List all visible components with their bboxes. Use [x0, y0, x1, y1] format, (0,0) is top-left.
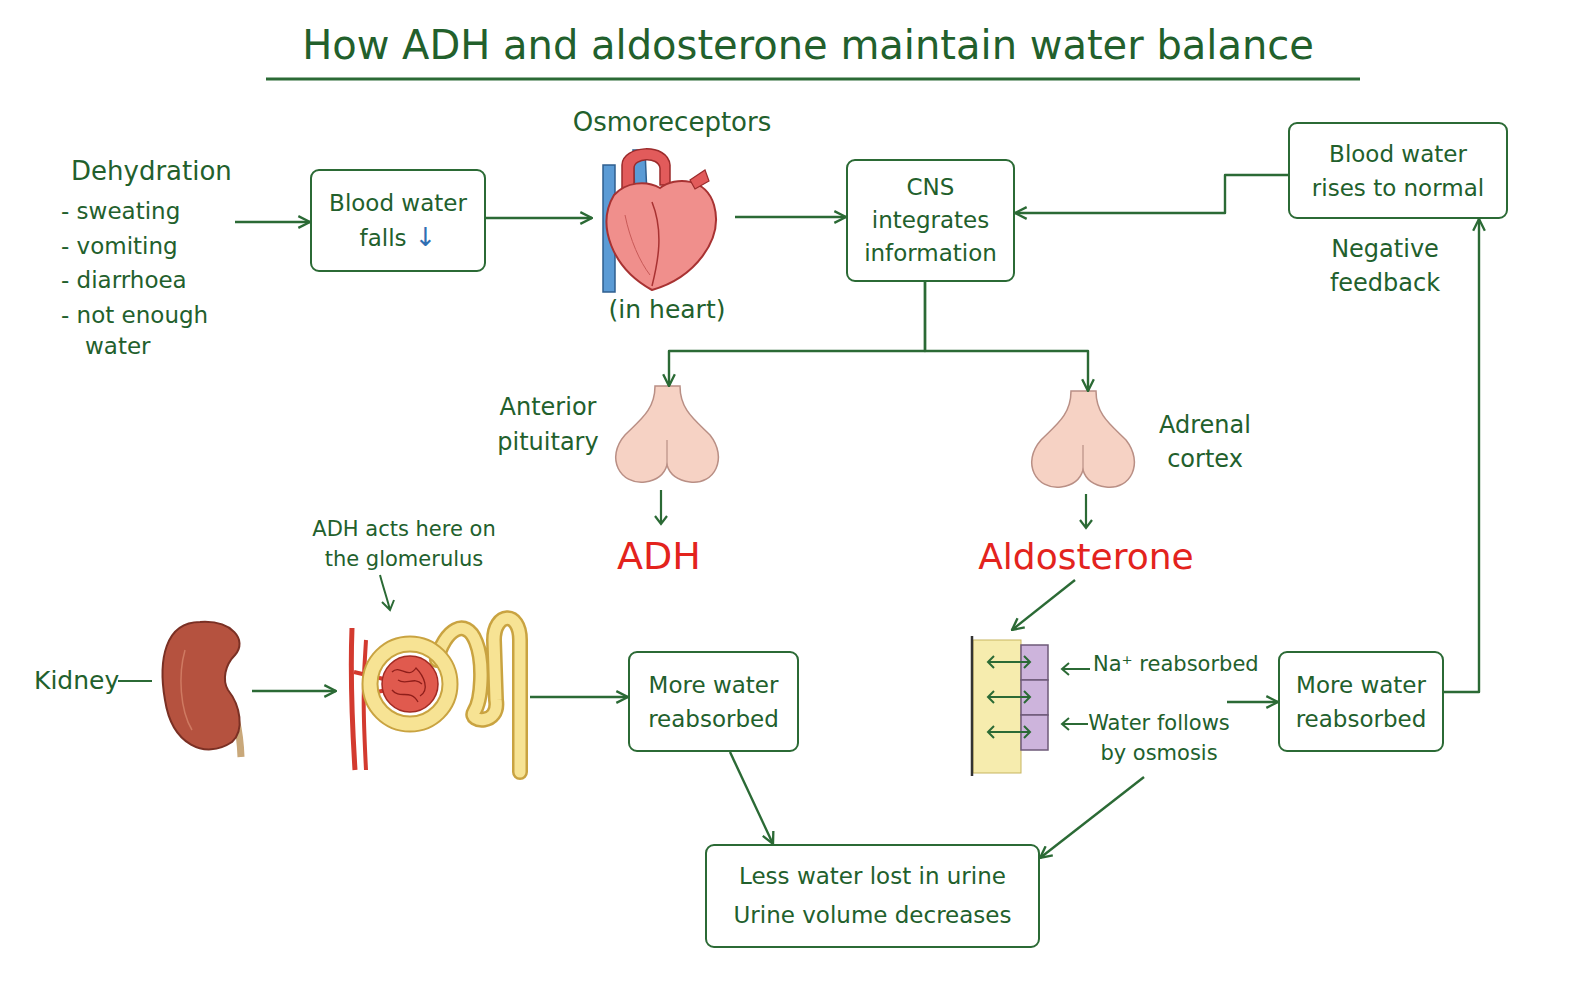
- list-item: - diarrhoea: [61, 266, 187, 295]
- gland-group: Anterior pituitaryADH: [488, 386, 720, 580]
- process-box: More water reabsorbed: [628, 651, 799, 752]
- heart-groove: [652, 202, 659, 286]
- leader-line: [118, 680, 152, 682]
- flow-arrow: [252, 690, 336, 692]
- heart-illustration: [603, 149, 716, 292]
- list-heading: Dehydration: [71, 155, 232, 188]
- flow-arrow: [1012, 580, 1075, 630]
- list-item: - sweating: [61, 197, 180, 226]
- box-text: Less water lost in urine: [713, 857, 1033, 896]
- box-text: Blood water falls: [329, 190, 467, 251]
- pointer-arrow: [1062, 718, 1088, 730]
- box-text: More water reabsorbed: [1296, 672, 1427, 732]
- flow-arrow: [1015, 175, 1288, 213]
- text-block: Less water lost in urineUrine volume dec…: [713, 857, 1033, 935]
- cause-list: Dehydration - sweating - vomiting - diarrho…: [55, 150, 235, 355]
- flow-arrow: [1040, 777, 1144, 858]
- glomerulus: [382, 656, 438, 712]
- flow-arrow: [235, 221, 310, 223]
- secretion-arrow: [655, 490, 667, 524]
- exchange-arrow: [988, 691, 1030, 703]
- capsule-outline: [370, 644, 450, 724]
- feedback-label: Negative feedback: [1323, 232, 1448, 300]
- receptor-group: Osmoreceptors(in heart): [592, 105, 735, 325]
- title-underline: [266, 78, 1360, 81]
- part-label: Osmoreceptors: [573, 106, 772, 139]
- text-block: Blood water rises to normal: [1306, 137, 1491, 205]
- result-box: Less water lost in urineUrine volume dec…: [705, 844, 1040, 948]
- gland-shape: [616, 386, 719, 482]
- nephron-illustration: [351, 618, 520, 772]
- hormone-name: Aldosterone: [978, 534, 1194, 579]
- callout-arrow: [380, 575, 394, 610]
- kidney-illustration: [163, 622, 241, 757]
- pituitary-gland: [616, 386, 719, 482]
- list-item: - vomiting: [61, 232, 178, 261]
- pointer-arrow: [1062, 663, 1090, 675]
- process-box: CNS integrates information: [846, 159, 1015, 282]
- box-text: Urine volume decreases: [713, 896, 1033, 935]
- exchange-arrow: [988, 726, 1030, 738]
- gland-groove: [666, 440, 667, 465]
- membrane-illustration: [972, 636, 1048, 776]
- process-box: Blood water falls↓: [310, 169, 486, 272]
- box-text: More water reabsorbed: [648, 672, 779, 732]
- part-label: Kidney: [34, 665, 119, 696]
- flow-arrow: [1444, 219, 1479, 692]
- kidney-group: Kidney: [30, 612, 252, 762]
- bowman-capsule: [370, 644, 450, 724]
- adrenal-gland: [1032, 391, 1135, 487]
- flow-arrow: [530, 696, 628, 698]
- flow-arrow: [486, 217, 592, 219]
- gland-group: Adrenal cortexAldosterone: [1030, 391, 1262, 580]
- flow-arrow: [730, 752, 773, 844]
- annotation: Water follows by osmosis: [1084, 708, 1234, 768]
- blood-vessel: [351, 628, 355, 770]
- process-box: More water reabsorbed: [1278, 651, 1444, 752]
- tubule-lumen: [973, 640, 1021, 773]
- capillary-loops: [392, 668, 425, 702]
- annotation: Na⁺ reabsorbed: [1093, 651, 1259, 677]
- part-label: Anterior pituitary: [488, 390, 608, 460]
- gland-groove: [1082, 445, 1083, 470]
- kidney-shape: [163, 622, 240, 750]
- text-block: CNS integrates information: [853, 171, 1008, 270]
- box-text: Blood water rises to normal: [1312, 141, 1484, 201]
- process-box: Blood water rises to normal: [1288, 122, 1508, 219]
- exchange-arrow: [988, 656, 1030, 668]
- flow-arrow: [735, 216, 846, 218]
- membrane-edge: [971, 636, 974, 776]
- text-block: More water reabsorbed: [1286, 668, 1436, 736]
- flow-arrow: [1227, 701, 1278, 703]
- text-block: Blood water falls↓: [318, 186, 478, 255]
- heart-shading: [625, 215, 650, 275]
- box-text: CNS integrates information: [864, 174, 997, 266]
- gland-shape: [1032, 391, 1135, 487]
- secretion-arrow: [1080, 494, 1092, 528]
- nephron-group: ADH acts here on the glomerulus: [336, 515, 530, 775]
- diagram-title: How ADH and aldosterone maintain water b…: [302, 20, 1314, 70]
- list-item: - not enough water: [61, 300, 236, 362]
- text-block: More water reabsorbed: [639, 668, 789, 736]
- callout-text: ADH acts here on the glomerulus: [304, 514, 504, 574]
- part-label: (in heart): [609, 294, 726, 325]
- hormone-name: ADH: [617, 533, 701, 581]
- flow-arrow: [925, 282, 1088, 391]
- pulmonary-vein: [690, 170, 709, 189]
- part-label: Adrenal cortex: [1145, 408, 1265, 476]
- heart-body: [607, 181, 716, 290]
- blood-vessel: [364, 640, 366, 770]
- membrane-group: Na⁺ reabsorbedWater follows by osmosis: [965, 630, 1227, 777]
- kidney-shading: [181, 650, 192, 730]
- box-text: ↓: [415, 222, 437, 252]
